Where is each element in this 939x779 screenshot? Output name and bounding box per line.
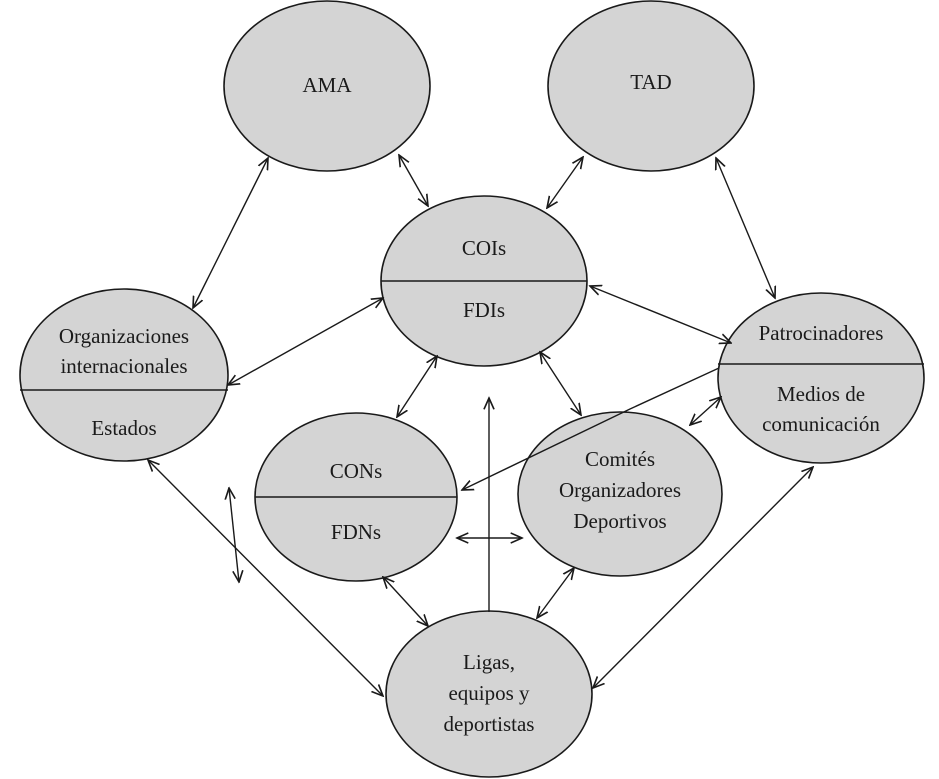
fdis-label: FDIs	[463, 298, 505, 322]
sponsors-label: Patrocinadores	[759, 321, 884, 345]
arrow-cois-sponsors	[590, 286, 731, 343]
states-label: Estados	[91, 416, 156, 440]
arrow-committees-sponsors	[690, 397, 721, 425]
tad-label: TAD	[630, 70, 671, 94]
committees-line3: Deportivos	[573, 509, 666, 533]
organizing-committees-node: Comités Organizadores Deportivos	[517, 411, 723, 577]
cons-label: CONs	[330, 459, 383, 483]
fdns-label: FDNs	[331, 520, 381, 544]
sponsors-media-node: Patrocinadores Medios de comunicación	[717, 292, 925, 464]
arrow-side-vertical	[229, 488, 239, 582]
committees-line2: Organizadores	[559, 478, 681, 502]
cois-fdis-node: COIs FDIs	[380, 195, 588, 367]
arrow-sponsors-cons	[462, 367, 720, 490]
arrow-ama-intl-orgs	[193, 158, 268, 308]
intl-orgs-line1: Organizaciones	[59, 324, 189, 348]
cois-label: COIs	[462, 236, 506, 260]
media-line1: Medios de	[777, 382, 865, 406]
tad-node: TAD	[547, 0, 755, 172]
arrow-tad-cois	[547, 157, 583, 208]
arrow-tad-sponsors	[716, 158, 775, 298]
arrow-cois-committees	[540, 352, 581, 415]
committees-line1: Comités	[585, 447, 655, 471]
arrow-ama-cois	[399, 155, 428, 206]
ama-label: AMA	[302, 73, 352, 97]
leagues-line1: Ligas,	[463, 650, 515, 674]
ama-node: AMA	[223, 0, 431, 172]
cons-fdns-node: CONs FDNs	[254, 412, 458, 582]
arrow-media-leagues	[593, 467, 813, 688]
leagues-line2: equipos y	[448, 681, 530, 705]
arrow-cois-intl-orgs	[228, 298, 383, 385]
leagues-line3: deportistas	[444, 712, 535, 736]
intl-orgs-line2: internacionales	[60, 354, 187, 378]
media-line2: comunicación	[762, 412, 880, 436]
arrow-cons-leagues	[383, 577, 428, 626]
arrow-committees-leagues	[537, 568, 574, 618]
arrow-states-leagues	[148, 460, 383, 696]
arrow-cois-cons	[397, 356, 437, 417]
leagues-teams-athletes-node: Ligas, equipos y deportistas	[385, 610, 593, 778]
intl-orgs-states-node: Organizaciones internacionales Estados	[19, 288, 229, 462]
